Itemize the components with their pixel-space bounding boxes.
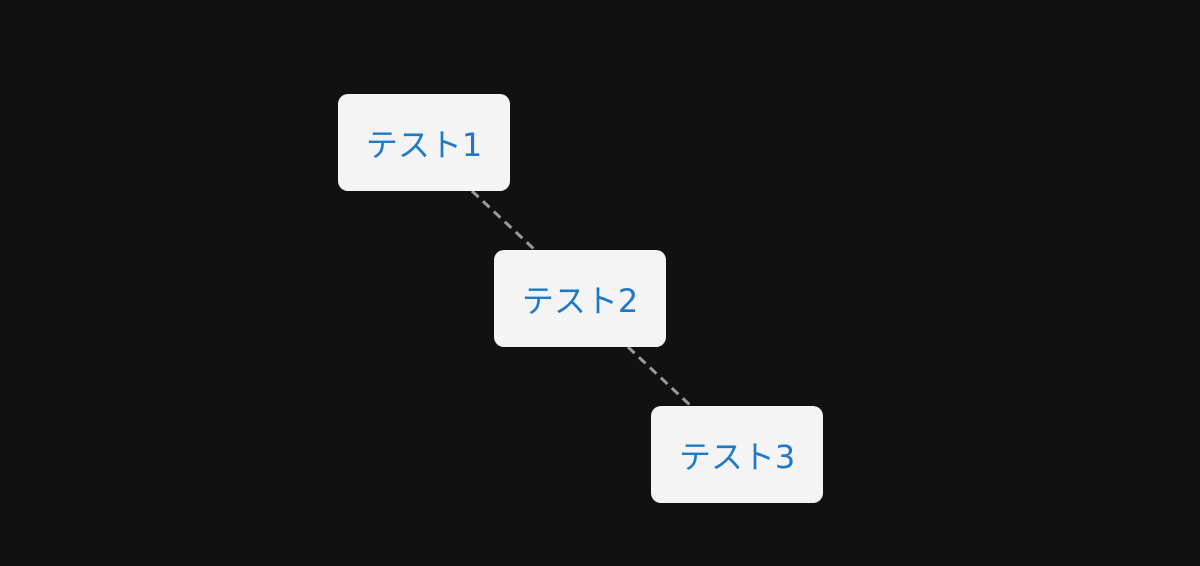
edge-1-2 [470, 189, 537, 252]
node-label: テスト2 [521, 281, 639, 320]
node-label: テスト3 [678, 437, 796, 476]
node-test-3[interactable]: テスト3 [651, 406, 823, 503]
node-test-2[interactable]: テスト2 [494, 250, 666, 347]
edge-2-3 [626, 345, 693, 408]
node-label: テスト1 [365, 125, 483, 164]
node-test-1[interactable]: テスト1 [338, 94, 510, 191]
